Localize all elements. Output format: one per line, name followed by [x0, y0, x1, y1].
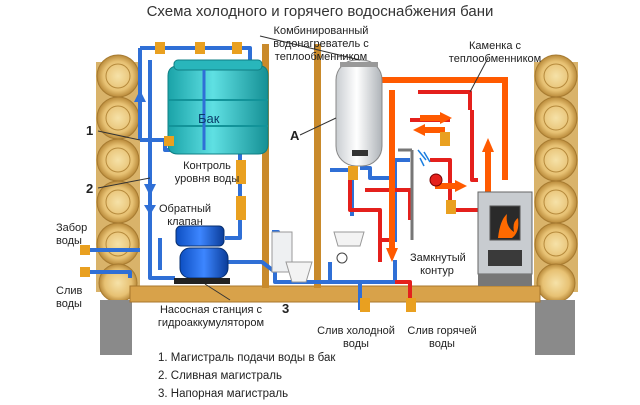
hot-flow-arrows: [378, 77, 508, 250]
hot-drain-label: Слив горячей воды: [407, 325, 477, 350]
tank-label: Бак: [198, 111, 220, 126]
hot-flow-arrowheads: [386, 112, 494, 262]
diagram-title: Схема холодного и горячего водоснабжения…: [146, 3, 494, 20]
log-wall-left: [96, 54, 140, 303]
cold-flow-arrowheads: [134, 90, 156, 215]
level-control-label: Контроль уровня воды: [174, 160, 240, 185]
closed-loop-label: Замкнутый контур: [410, 252, 466, 277]
water-intake-label: Забор воды: [56, 222, 88, 247]
sauna-stove: [477, 191, 533, 286]
marker-2: 2: [86, 181, 94, 196]
partition-wall-1: [262, 44, 269, 288]
leader-lines: [97, 35, 489, 301]
floor: [129, 285, 541, 303]
water-tank: [167, 59, 269, 155]
water-heater: [335, 59, 383, 167]
foundation-right: [535, 300, 575, 355]
foundation-left: [100, 300, 132, 355]
heater-label: Комбинированный водонагреватель с теплоо…: [273, 25, 369, 63]
bathroom-fixtures: [271, 148, 431, 283]
partition-wall-2: [314, 44, 321, 288]
legend-item-3: 3. Напорная магистраль: [158, 388, 289, 400]
pump-station: [174, 225, 230, 284]
check-valve-label: Обратный клапан: [158, 203, 211, 228]
cold-drain-label: Слив холодной воды: [317, 325, 395, 350]
log-wall-right: [534, 54, 578, 303]
legend-item-2: 2. Сливная магистраль: [158, 370, 282, 382]
valves: [80, 42, 456, 312]
legend-item-1: 1. Магистраль подачи воды в бак: [158, 352, 336, 364]
hot-water-pipes: [348, 90, 478, 310]
water-drain-label: Слив воды: [56, 285, 83, 310]
marker-1: 1: [86, 123, 94, 138]
marker-a: A: [290, 128, 300, 143]
pump-station-label: Насосная станция с гидроаккумулятором: [157, 304, 265, 329]
marker-3: 3: [282, 301, 290, 316]
stove-label: Каменка с теплообменником: [448, 40, 542, 65]
